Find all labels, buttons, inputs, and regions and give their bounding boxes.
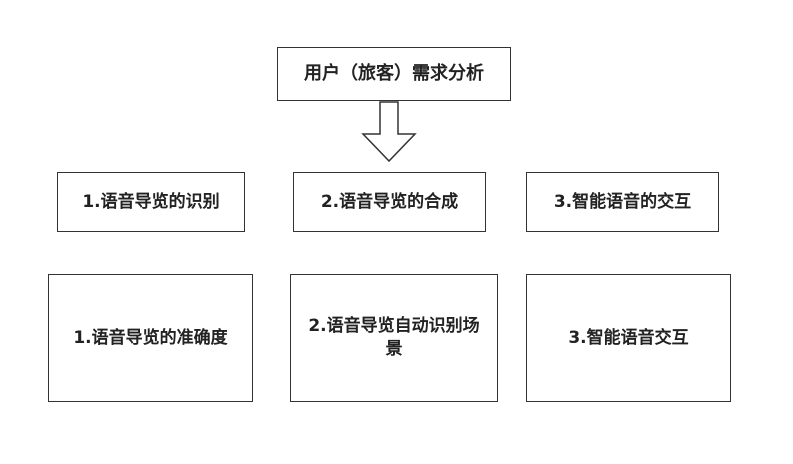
down-arrow-icon [361, 101, 417, 163]
root-node-label: 用户（旅客）需求分析 [304, 62, 484, 84]
category-node-recognition: 1.语音导览的识别 [57, 172, 245, 232]
category-node-synthesis: 2.语音导览的合成 [293, 172, 486, 232]
category-node-interaction: 3.智能语音的交互 [526, 172, 719, 232]
root-node-user-needs: 用户（旅客）需求分析 [277, 47, 511, 101]
detail-node-voice-interaction: 3.智能语音交互 [526, 274, 731, 402]
category-node-label: 1.语音导览的识别 [82, 191, 220, 212]
detail-node-accuracy: 1.语音导览的准确度 [48, 274, 253, 402]
detail-node-scene-recognition: 2.语音导览自动识别场景 [290, 274, 498, 402]
detail-node-label: 2.语音导览自动识别场景 [308, 316, 480, 359]
detail-node-label: 3.智能语音交互 [568, 327, 689, 348]
category-node-label: 2.语音导览的合成 [320, 191, 459, 212]
category-node-label: 3.智能语音的交互 [553, 191, 692, 212]
detail-node-label: 1.语音导览的准确度 [73, 327, 228, 348]
